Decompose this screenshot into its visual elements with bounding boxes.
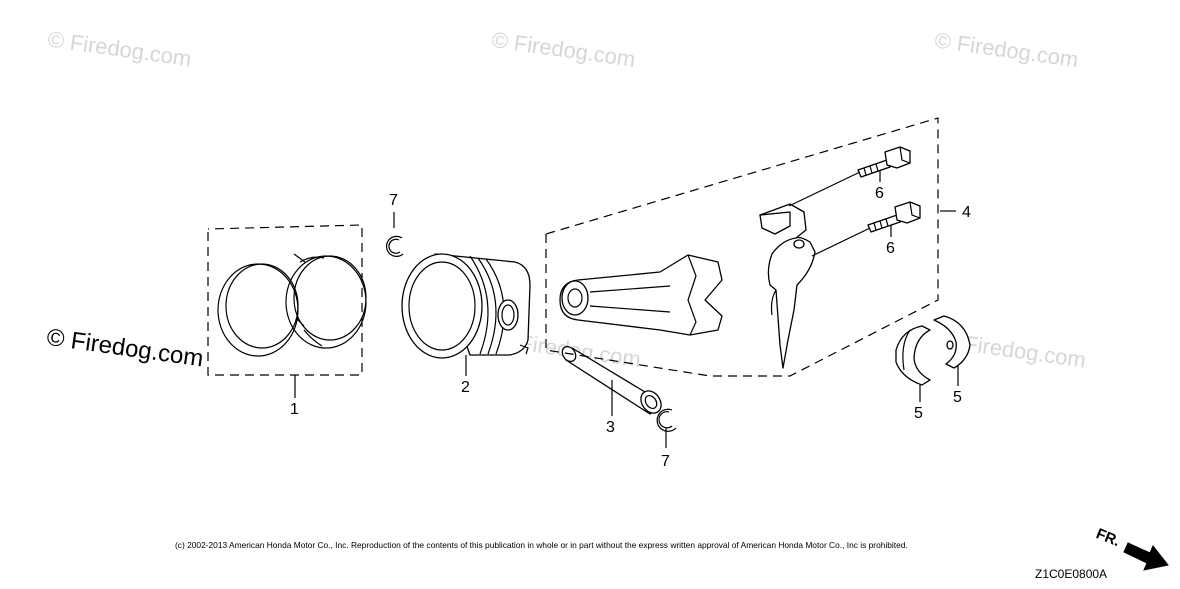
connecting-rod [559, 254, 723, 336]
piston-pin-clip-lower [656, 408, 677, 432]
callout-7-lower: 7 [661, 453, 670, 470]
watermark-top-center: © Firedog.com [490, 27, 637, 72]
front-direction-arrow-icon [1123, 542, 1169, 571]
connecting-rod-bolt-upper [857, 146, 911, 178]
piston-ring-set [207, 224, 367, 376]
connecting-rod-bearing-b [933, 315, 971, 369]
connecting-rod-assembly-frame [545, 117, 939, 377]
piston-pin-clip-upper [385, 235, 404, 257]
callout-6-lower: 6 [886, 240, 895, 257]
leader-lines [294, 170, 959, 448]
diagram-code: Z1C0E0800A [1035, 567, 1107, 581]
callout-6-upper: 6 [875, 185, 884, 202]
callout-2: 2 [461, 379, 470, 396]
copyright-notice: (c) 2002-2013 American Honda Motor Co., … [175, 540, 908, 550]
watermark-right: Firedog.com [963, 331, 1088, 373]
watermark-top-left: © Firedog.com [46, 26, 193, 71]
callout-3: 3 [606, 419, 615, 436]
front-direction-indicator: FR. [1094, 525, 1169, 571]
callout-7-upper: 7 [389, 192, 398, 209]
callout-5-a: 5 [914, 405, 923, 422]
callout-5-b: 5 [953, 389, 962, 406]
watermark-left-dark: © Firedog.com [45, 324, 205, 373]
connecting-rod-bearing-a [895, 325, 931, 386]
connecting-rod-bolt-lower [867, 201, 921, 233]
callout-4: 4 [962, 204, 971, 221]
callout-1: 1 [290, 401, 299, 418]
connecting-rod-cap [759, 203, 816, 369]
front-direction-label: FR. [1094, 525, 1123, 550]
watermark-top-right: © Firedog.com [933, 27, 1080, 72]
piston [401, 253, 531, 359]
